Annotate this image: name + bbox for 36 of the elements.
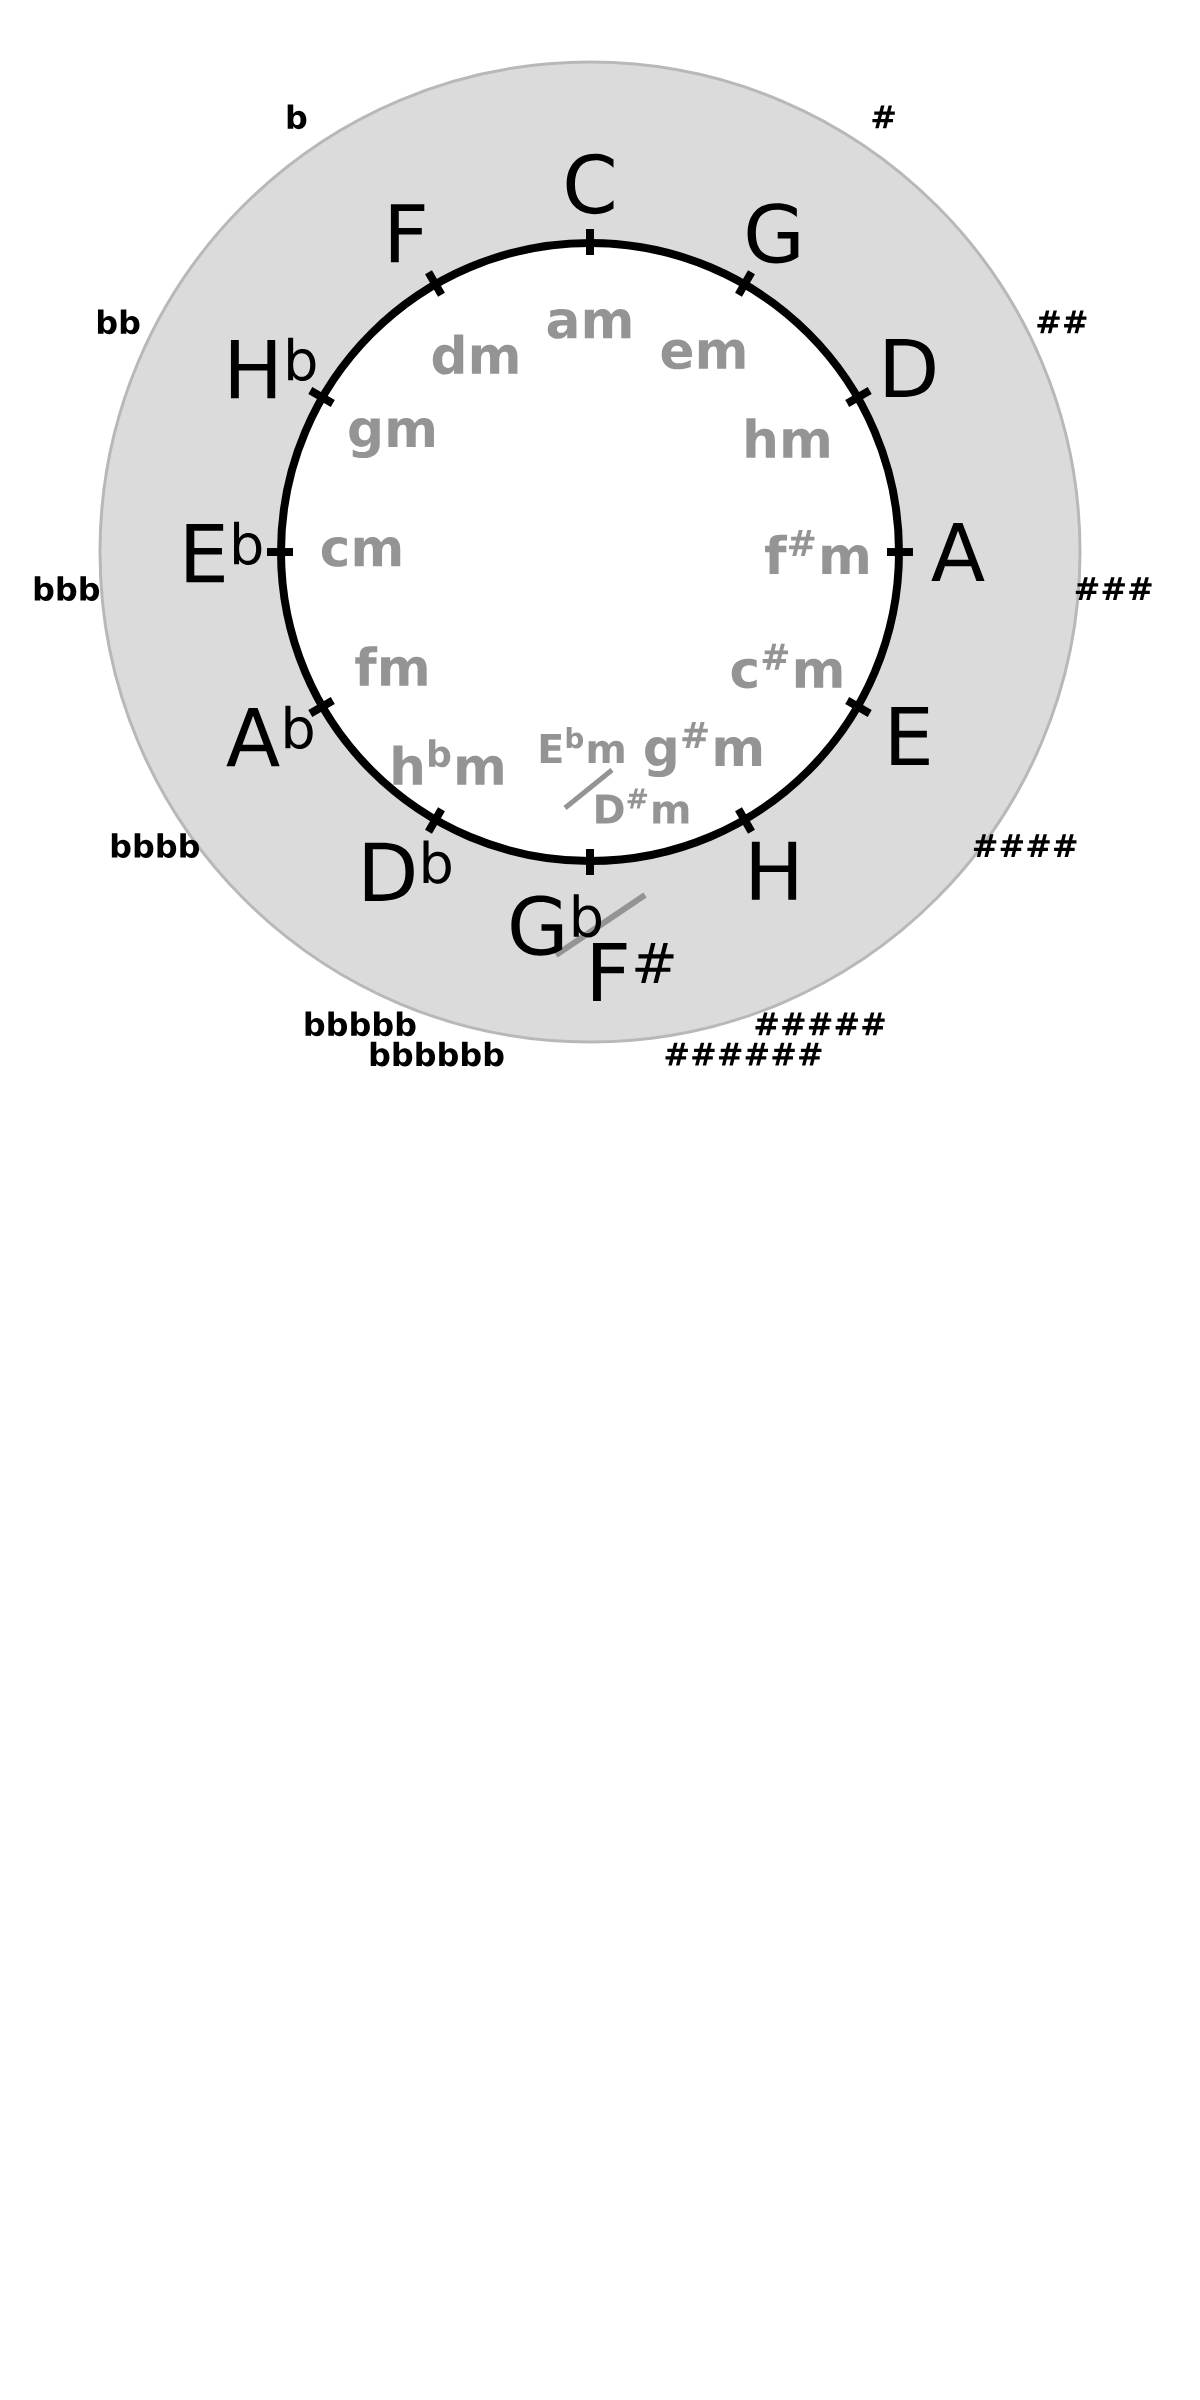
minor-key-name: am xyxy=(547,309,631,339)
key-signature: b xyxy=(287,104,307,130)
minor-key-name: D$^{#}$m xyxy=(596,788,689,824)
minor-key-name: h$^{b}$m xyxy=(393,739,503,785)
key-signature: bbbb xyxy=(111,833,199,858)
key-name: F xyxy=(390,204,425,263)
minor-key-name: em xyxy=(661,339,745,370)
key-name: E xyxy=(891,706,929,766)
key-signature: bbbbbb xyxy=(370,1041,504,1067)
minor-key-name: fm xyxy=(355,646,427,686)
minor-key-name: cm xyxy=(321,537,401,567)
key-signature: bbbbb xyxy=(305,1011,416,1037)
key-name: H xyxy=(751,841,797,900)
key-signature: ### xyxy=(1075,577,1152,601)
key-signature: # xyxy=(872,105,895,129)
minor-key-name: g$^{#}$m xyxy=(645,721,762,778)
minor-key-name: dm xyxy=(432,334,518,375)
key-name: E$^{b}$ xyxy=(186,521,262,583)
key-signature: ##### xyxy=(755,1012,885,1036)
key-signature: ###### xyxy=(665,1042,822,1066)
key-name: G xyxy=(747,203,799,264)
key-signature: #### xyxy=(973,834,1077,858)
minor-key-name: gm xyxy=(349,417,434,459)
key-name: D xyxy=(885,338,935,398)
minor-key-name: f$^{#}$m xyxy=(765,530,868,574)
key-signature: bb xyxy=(97,309,140,335)
minor-key-name: E$^{b}$m xyxy=(540,726,624,764)
key-name: A$^{b}$ xyxy=(226,705,313,767)
key-name: C xyxy=(566,153,614,215)
key-signature: ## xyxy=(1037,310,1087,334)
key-name: D$^{b}$ xyxy=(364,840,451,901)
key-name: H$^{b}$ xyxy=(230,337,316,399)
key-name: A xyxy=(931,522,985,582)
minor-key-name: c$^{#}$m xyxy=(731,643,842,689)
key-signature: bbb xyxy=(34,576,100,601)
minor-key-name: hm xyxy=(746,418,829,458)
